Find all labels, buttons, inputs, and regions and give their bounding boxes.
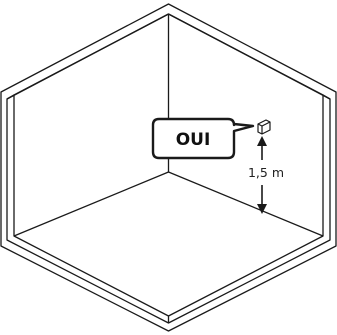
callout: OUI: [151, 117, 255, 160]
left-wall-face: [6, 94, 170, 323]
arrowhead-down-icon: [257, 204, 267, 214]
floor-edge-right: [168, 171, 324, 237]
callout-box: [151, 117, 255, 160]
right-wall-top: [168, 13, 324, 96]
height-dimension: 1,5 m: [248, 136, 284, 214]
dimension-label: 1,5 m: [248, 165, 284, 180]
sensor-device-icon: [257, 119, 271, 135]
right-wall-face: [168, 94, 331, 317]
left-wall-top: [13, 13, 169, 96]
floor-edge-left: [13, 171, 169, 237]
arrowhead-up-icon: [257, 136, 267, 146]
room-inner-structure: [6, 13, 331, 323]
callout-label: OUI: [176, 130, 211, 150]
room-outer-edge: [0, 3, 337, 332]
